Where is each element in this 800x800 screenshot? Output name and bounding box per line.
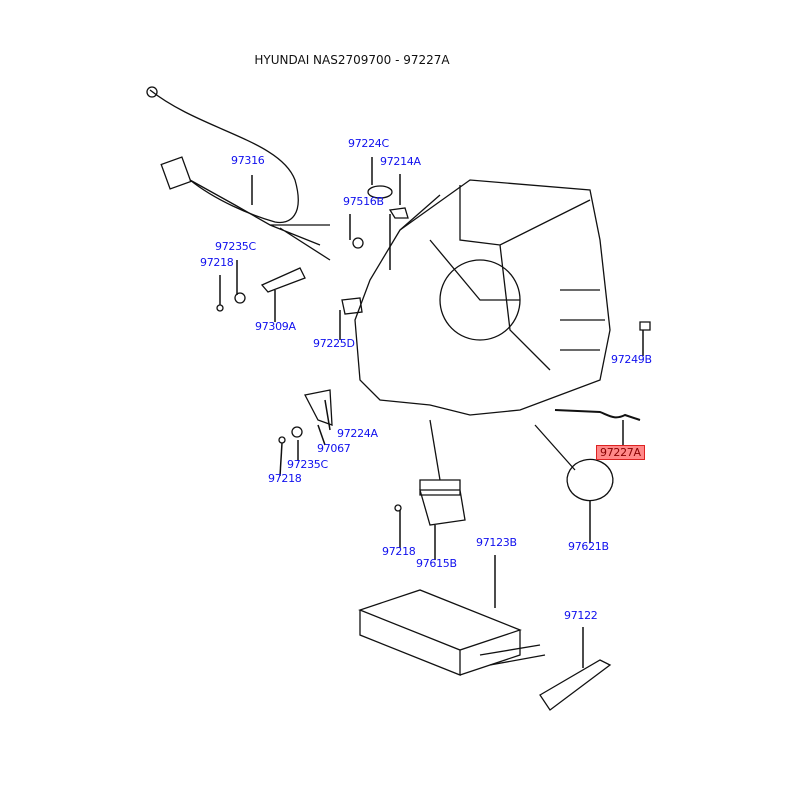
actuator [534,424,614,502]
diagram-title: HYUNDAI NAS2709700 - 97227A [254,53,450,67]
part-label-97621b[interactable]: 97621B [568,540,609,553]
part-label-97214a[interactable]: 97214A [380,155,421,168]
part-label-97218-motor[interactable]: 97218 [382,545,416,558]
part-label-97316[interactable]: 97316 [231,154,265,167]
part-label-97224c[interactable]: 97224C [348,137,389,150]
part-label-97224a[interactable]: 97224A [337,427,378,440]
part-label-97123b[interactable]: 97123B [476,536,517,549]
part-label-97249b[interactable]: 97249B [611,353,652,366]
wire-harness [149,89,299,224]
part-label-97516b[interactable]: 97516B [343,195,384,208]
part-label-97615b[interactable]: 97615B [416,557,457,570]
heater-core [358,589,522,676]
part-label-97218-lower[interactable]: 97218 [268,472,302,485]
part-label-97227a-highlighted[interactable]: 97227A [596,445,645,460]
part-label-97309a[interactable]: 97309A [255,320,296,333]
part-label-97067[interactable]: 97067 [317,442,351,455]
part-label-97225d[interactable]: 97225D [313,337,355,350]
part-label-97235c[interactable]: 97235C [215,240,256,253]
heater-housing [354,179,611,416]
part-label-97235c-lower[interactable]: 97235C [287,458,328,471]
part-label-97122[interactable]: 97122 [564,609,598,622]
cover-plate [539,659,612,711]
part-label-97218[interactable]: 97218 [200,256,234,269]
blower-motor [419,419,466,526]
